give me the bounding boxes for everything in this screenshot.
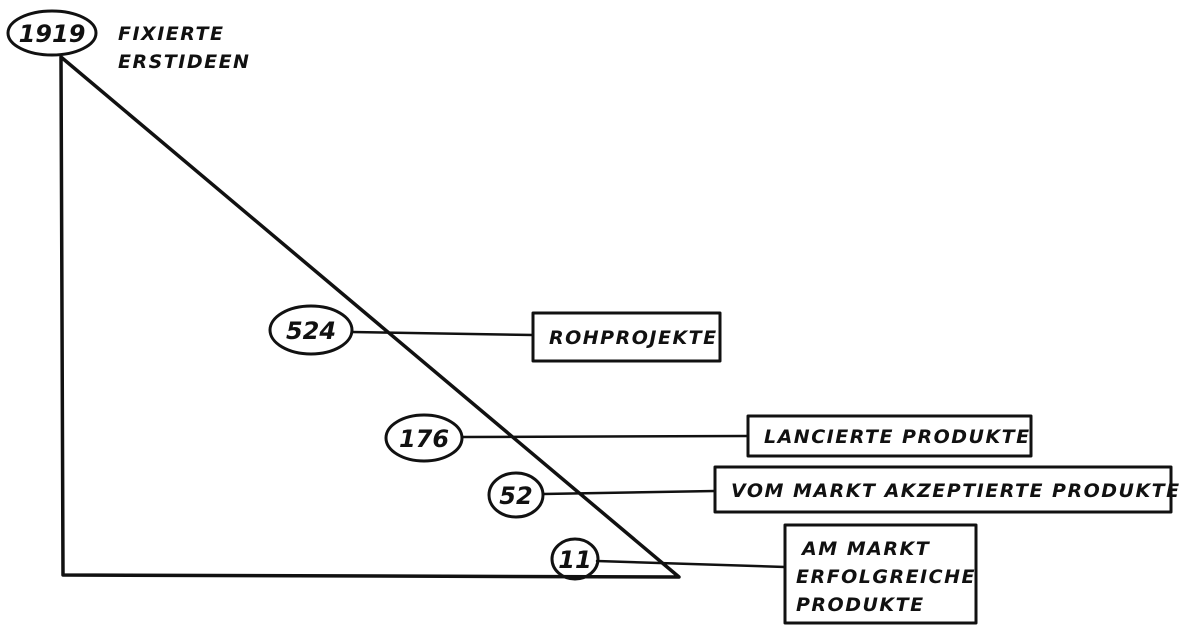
leader-line	[595, 559, 787, 569]
top-count-ellipse	[6, 9, 98, 57]
count-ellipse	[487, 471, 545, 519]
stage-rohprojekte: 524 ROHPROJEKTE	[268, 304, 722, 363]
stage-vom-markt-akzeptierte-produkte: 52 VOM MARKT AKZEPTIERTE PRODUKTE	[487, 465, 1181, 519]
count-value: 524	[286, 317, 336, 345]
count-ellipse	[268, 304, 354, 356]
count-ellipse	[384, 413, 464, 463]
top-count-value: 1919	[19, 20, 86, 48]
label-box	[783, 523, 978, 625]
label-text: LANCIERTE PRODUKTE	[764, 426, 1031, 448]
count-value: 11	[558, 546, 591, 574]
stage-am-markt-erfolgreiche-produkte: 11 AM MARKT ERFOLGREICHE PRODUKTE	[550, 523, 984, 625]
funnel-triangle	[59, 55, 681, 579]
top-label-line-2: ERSTIDEEN	[118, 51, 250, 73]
label-box	[531, 311, 722, 363]
top-count-marker: 1919	[6, 9, 98, 57]
count-value: 52	[499, 482, 532, 510]
top-label-line-1: FIXIERTE	[118, 23, 224, 45]
top-label: FIXIERTE ERSTIDEEN	[118, 23, 250, 73]
count-value: 176	[399, 425, 449, 453]
label-box	[713, 465, 1173, 514]
stage-lancierte-produkte: 176 LANCIERTE PRODUKTE	[384, 413, 1033, 463]
count-ellipse	[550, 537, 600, 581]
label-text: VOM MARKT AKZEPTIERTE PRODUKTE	[731, 480, 1181, 502]
leader-line	[541, 489, 717, 496]
leader-line	[460, 434, 750, 439]
label-box	[746, 414, 1033, 458]
label-text: AM MARKT ERFOLGREICHE PRODUKTE	[796, 538, 984, 616]
label-text: ROHPROJEKTE	[549, 327, 718, 349]
leader-line	[350, 330, 535, 337]
